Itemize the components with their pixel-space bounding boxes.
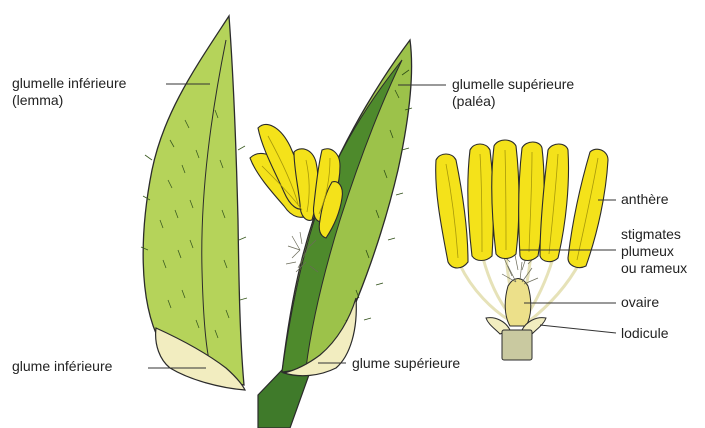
label-stigmates-line1: stigmates [621,226,687,243]
label-lemma: glumelle inférieure (lemma) [12,75,126,109]
label-stigmates: stigmates plumeux ou rameux [621,226,687,277]
ovary-shape [505,279,531,327]
label-glume-superieure: glume supérieure [352,355,460,372]
label-lodicule: lodicule [621,325,668,342]
label-stigmates-line3: ou rameux [621,260,687,277]
label-palea-line2: (paléa) [452,93,574,110]
label-anthere: anthère [621,191,668,208]
right-anther-1 [436,154,468,268]
label-lemma-line1: glumelle inférieure [12,75,126,92]
receptacle [502,330,532,360]
stem [258,370,310,428]
label-lemma-line2: (lemma) [12,92,126,109]
label-ovaire: ovaire [621,294,659,311]
label-palea-line1: glumelle supérieure [452,76,574,93]
right-anthers [436,140,608,268]
leader-lodicule [540,325,616,333]
label-glume-inferieure: glume inférieure [12,358,112,375]
label-palea: glumelle supérieure (paléa) [452,76,574,110]
label-stigmates-line2: plumeux [621,243,687,260]
